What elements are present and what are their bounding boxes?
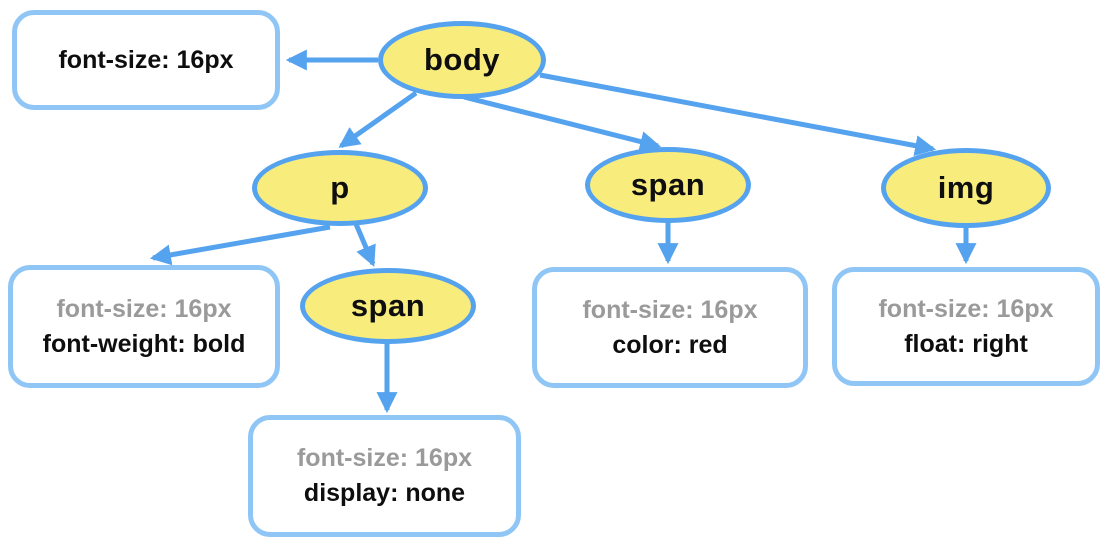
style-box-p: font-size: 16px font-weight: bold: [8, 265, 280, 388]
node-label: span: [350, 288, 426, 323]
style-inherited-value: font-size: 16px: [582, 295, 758, 324]
node-p: p: [252, 150, 428, 226]
arrow-p-to-span-child: [353, 223, 376, 267]
style-declaration: font-weight: bold: [42, 329, 246, 358]
arrow-body-to-span: [463, 94, 662, 152]
style-inherited-value: font-size: 16px: [56, 294, 232, 323]
node-span: span: [585, 147, 751, 223]
node-label: body: [423, 42, 501, 77]
arrow-body-to-p: [338, 90, 418, 149]
style-declaration: display: none: [303, 479, 466, 507]
node-img: img: [881, 148, 1051, 228]
style-declaration: color: red: [612, 330, 728, 359]
style-declaration: float: right: [904, 329, 1028, 358]
arrow-p-to-p-styles: [149, 224, 331, 266]
style-inherited-value: font-size: 16px: [878, 294, 1054, 323]
style-box-body: font-size: 16px: [12, 10, 280, 110]
style-declaration: font-size: 16px: [58, 45, 234, 74]
node-span-child-of-p: span: [300, 268, 476, 344]
node-label: p: [330, 170, 350, 205]
node-label: img: [937, 170, 995, 205]
node-label: span: [630, 167, 706, 202]
style-inherited-value: font-size: 16px: [296, 444, 473, 472]
node-body: body: [378, 21, 546, 99]
arrow-body-to-img: [539, 72, 937, 157]
style-box-span-child: font-size: 16px display: none: [248, 415, 521, 537]
style-box-img: font-size: 16px float: right: [832, 267, 1100, 386]
style-box-span: font-size: 16px color: red: [532, 267, 808, 388]
